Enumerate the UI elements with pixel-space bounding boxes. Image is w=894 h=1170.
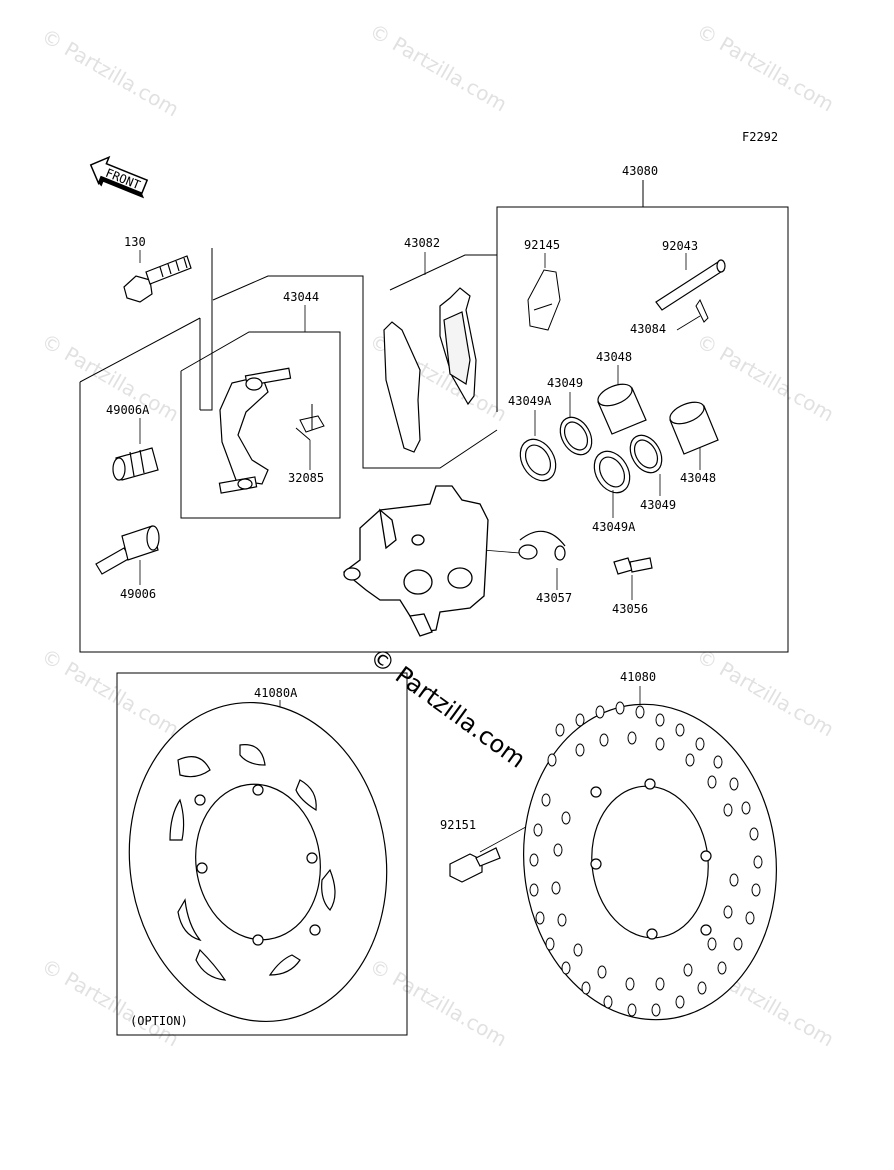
center-watermark: © Partzilla.com [364,642,530,774]
part-label: 43080 [622,164,658,178]
part-label: 43049 [547,376,583,390]
part-label: 43044 [283,290,319,304]
cotter-pin-43084-part [695,298,709,323]
bolt-130-part [123,255,192,303]
clip-32085-part [295,404,325,441]
part-labels: 43080 130 43082 92145 92043 43044 43084 … [106,164,716,1028]
part-label: 92151 [440,818,476,832]
part-label: 92043 [662,239,698,253]
option-disc-box [116,672,408,1036]
boot-49006A-part [112,447,159,481]
watermark-text: © Partzilla.com [693,329,839,427]
watermark-text: © Partzilla.com [38,24,184,122]
seal-43049A-part [593,450,631,494]
brake-disc-41080-part [523,701,777,1021]
part-label: 32085 [288,471,324,485]
watermark-text: © Partzilla.com [366,954,512,1052]
watermark-text: © Partzilla.com [38,954,184,1052]
caliper-bracket-43044-part [218,367,292,494]
disc-vent-holes [529,701,763,1017]
part-label: 43049A [508,394,552,408]
part-label: 43049 [640,498,676,512]
pin-92043-part [655,259,726,311]
part-label: 49006A [106,403,150,417]
part-label: 41080 [620,670,656,684]
piston-43048-part [669,401,719,455]
seal-43049-part [629,434,663,474]
caliper-assembly-box [79,180,789,653]
watermark-text: © Partzilla.com [366,19,512,117]
part-label: 43057 [536,591,572,605]
caliper-body-part [342,485,489,637]
part-label: 92145 [524,238,560,252]
part-label: 49006 [120,587,156,601]
piston-43048-part [597,383,647,435]
part-label: 43084 [630,322,666,336]
part-label: 43049A [592,520,636,534]
brake-disc-41080A-part [128,701,388,1023]
part-label: 130 [124,235,146,249]
seal-43049-part [559,416,593,456]
part-label: 43048 [680,471,716,485]
disc-bolt-92151-part [449,847,501,883]
shim-92145-part [527,269,561,331]
watermark-text: © Partzilla.com [693,644,839,742]
part-label: 43056 [612,602,648,616]
bleeder-valve-43056-part [613,557,653,575]
part-label: 43082 [404,236,440,250]
watermark-text: © Partzilla.com [38,644,184,742]
seal-43049A-part [519,438,557,482]
part-label: 41080A [254,686,298,700]
brake-pads-43082-part [383,287,477,453]
watermark-text: © Partzilla.com [693,19,839,117]
option-note: (OPTION) [130,1014,188,1028]
sleeve-49006-part [95,525,160,575]
part-label: 43048 [596,350,632,364]
figure-code: F2292 [742,130,778,144]
front-arrow-icon: FRONT [89,155,149,199]
banjo-bolt-43057-part [518,530,566,561]
